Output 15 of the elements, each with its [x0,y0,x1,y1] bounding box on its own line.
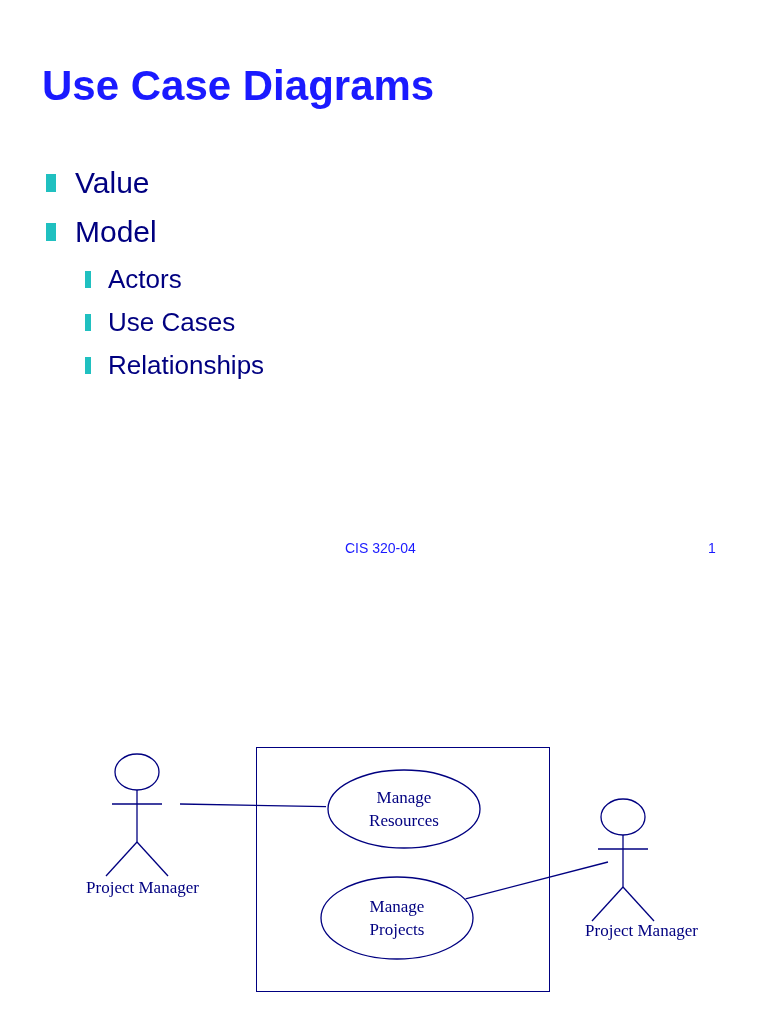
association-line [179,803,327,808]
bullet-text: Value [75,166,150,200]
footer-text: CIS 320-04 [345,540,416,556]
use-case-label: Manage Projects [368,896,426,941]
use-case-label: Manage Resources [368,787,440,832]
bullet-text: Model [75,215,157,249]
actor-label: Project Manager [584,921,699,941]
bullet-text: Actors [108,264,182,295]
system-boundary-box [256,747,550,992]
slide-title: Use Case Diagrams [42,62,435,110]
bullet-text: Relationships [108,350,265,381]
bullet-text: Use Cases [108,307,236,338]
footer-text: 1 [708,540,716,556]
association-line [464,861,609,900]
actor-label: Project Manager [85,878,200,898]
